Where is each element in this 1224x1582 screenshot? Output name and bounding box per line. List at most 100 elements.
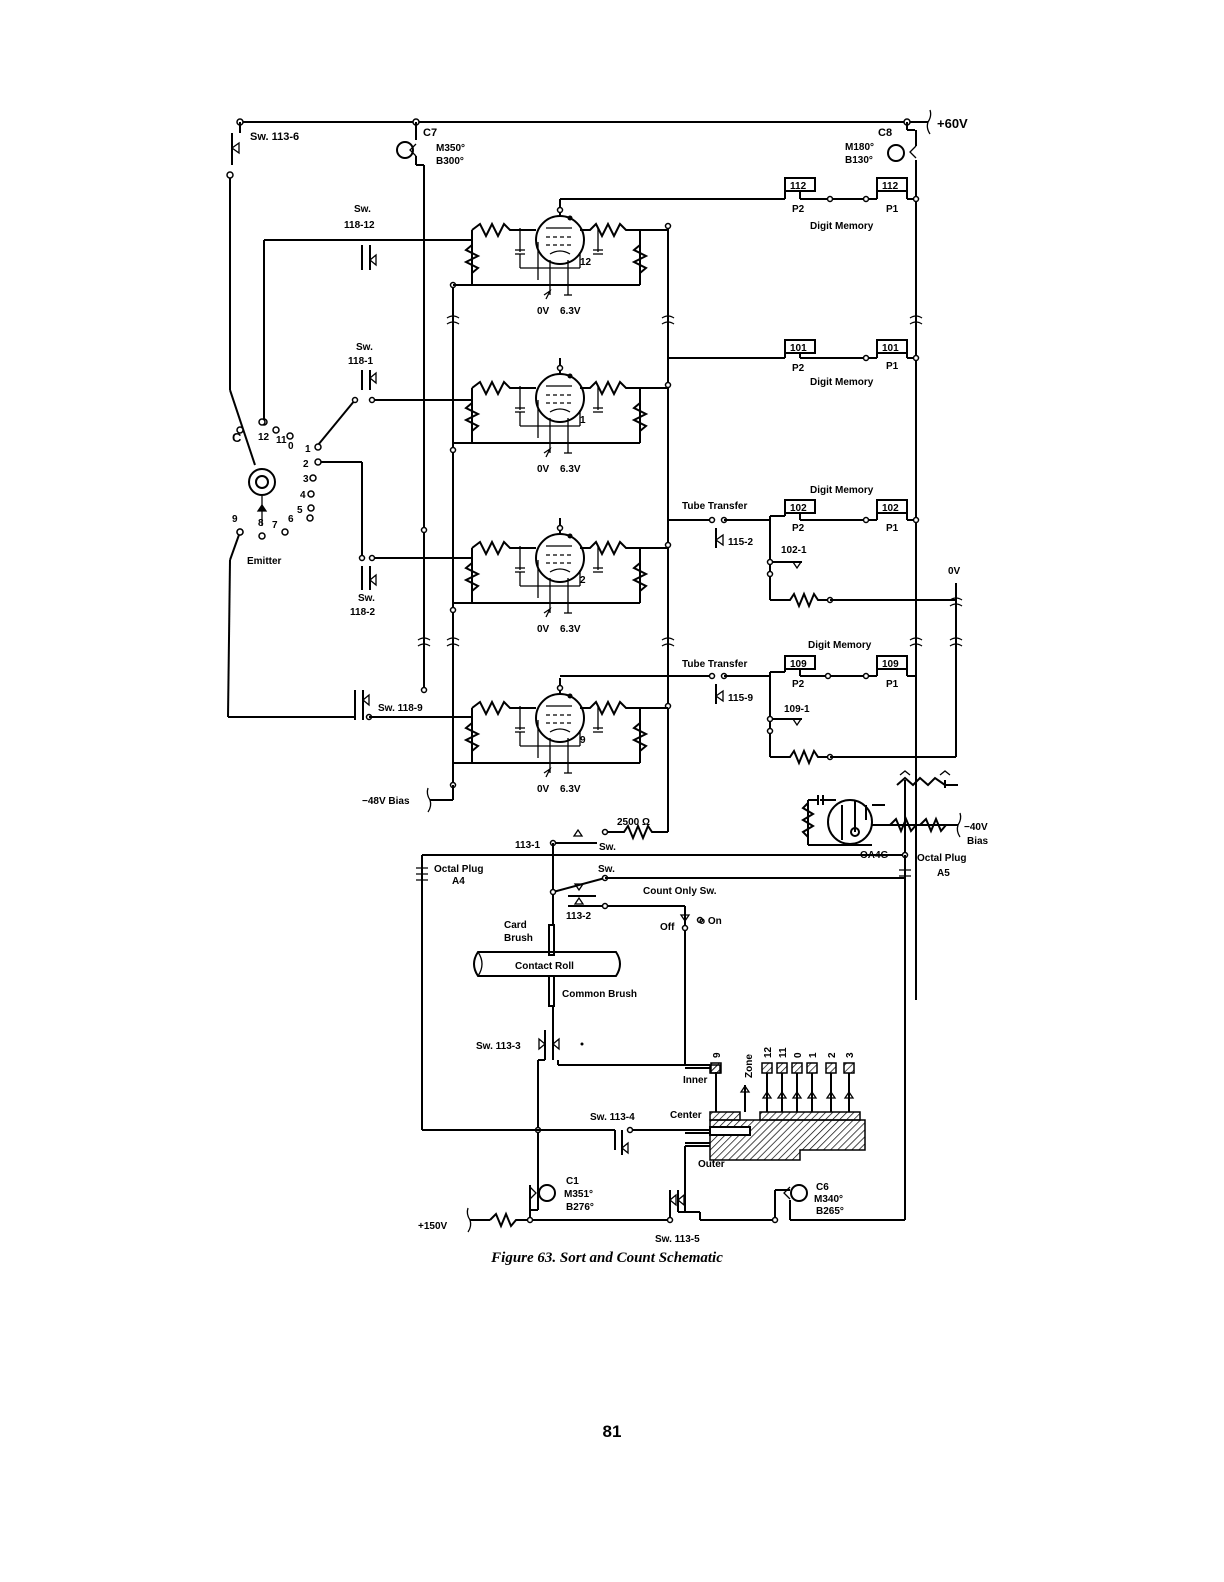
emitter-position-8 bbox=[258, 532, 266, 540]
tube-ov-3: 0V bbox=[537, 784, 550, 795]
contact-roll-label: Contact Roll bbox=[515, 961, 574, 972]
minus-48v-label: −48V Bias bbox=[362, 796, 410, 807]
p1-112: P1 bbox=[886, 204, 899, 215]
relay-101-p1: 101 bbox=[882, 343, 899, 354]
brush-column-arrow-1 bbox=[806, 1090, 818, 1099]
tube-stage-2 bbox=[453, 518, 668, 618]
octal-a4-2: A4 bbox=[452, 876, 465, 887]
sw-115-9: 115-9 bbox=[728, 693, 753, 704]
sw-118-1-b: 118-1 bbox=[348, 356, 373, 367]
brush-column-0 bbox=[791, 1062, 803, 1074]
tube-ov-1: 0V bbox=[537, 464, 550, 475]
emitter-label: Emitter bbox=[247, 556, 282, 567]
relay-102-p2: 102 bbox=[790, 503, 807, 514]
zone-label: Zone bbox=[744, 1054, 755, 1078]
figure-caption-text: Figure 63. Sort and Count Schematic bbox=[491, 1250, 723, 1266]
sw-118-2-b: 118-2 bbox=[350, 607, 375, 618]
brush-column-11 bbox=[776, 1062, 788, 1074]
emitter-common-label: C bbox=[232, 430, 242, 445]
brush-column-label-0: 0 bbox=[793, 1052, 804, 1058]
switch-118-12 bbox=[260, 239, 472, 426]
brush-column-2 bbox=[825, 1062, 837, 1074]
c1-label: C1 bbox=[566, 1176, 579, 1187]
digit-memory-112: Digit Memory bbox=[810, 221, 874, 232]
brush-column-arrow-11 bbox=[776, 1090, 788, 1099]
plus-60v-label: +60V bbox=[937, 116, 968, 131]
emitter-position-label-2: 2 bbox=[303, 459, 309, 470]
tube-number-0: 12 bbox=[580, 257, 592, 268]
p2-109: P2 bbox=[792, 679, 805, 690]
tube-63v-0: 6.3V bbox=[560, 306, 581, 317]
minus-40v-label-2: Bias bbox=[967, 836, 989, 847]
brush-column-1 bbox=[806, 1062, 818, 1074]
sw-113-1-sw: Sw. bbox=[599, 842, 616, 853]
emitter-position-1 bbox=[314, 443, 322, 451]
brush-column-label-9: 9 bbox=[712, 1052, 723, 1058]
brush-column-arrow-12 bbox=[761, 1090, 773, 1099]
digit-memory-102: Digit Memory bbox=[810, 485, 874, 496]
memory-row-102 bbox=[668, 499, 956, 609]
c1-m: M351° bbox=[564, 1189, 593, 1200]
brush-column-arrow-0 bbox=[791, 1090, 803, 1099]
brush-column-label-3: 3 bbox=[845, 1052, 856, 1058]
brush-column-12 bbox=[761, 1062, 773, 1074]
relay-109-p2: 109 bbox=[790, 659, 807, 670]
relay-112-p1: 112 bbox=[882, 181, 899, 192]
page-number: 81 bbox=[602, 1422, 622, 1441]
switch-113-4 bbox=[422, 1126, 710, 1155]
cam-c8 bbox=[887, 122, 917, 1000]
tube-stages: 12 0V 6.3V bbox=[453, 200, 668, 795]
tube-63v-2: 6.3V bbox=[560, 624, 581, 635]
outer-label: Outer bbox=[698, 1159, 725, 1170]
brush-block bbox=[684, 1064, 866, 1200]
count-only-label: Count Only Sw. bbox=[643, 886, 717, 897]
tube-63v-3: 6.3V bbox=[560, 784, 581, 795]
emitter-position-label-8: 8 bbox=[258, 518, 264, 529]
p2-102: P2 bbox=[792, 523, 805, 534]
c6-label: C6 bbox=[816, 1182, 829, 1193]
sw-118-1-a: Sw. bbox=[356, 342, 373, 353]
p2-112: P2 bbox=[792, 204, 805, 215]
tube-number-2: 2 bbox=[580, 575, 586, 586]
switch-118-1 bbox=[317, 370, 472, 446]
sw-118-12-b: 118-12 bbox=[344, 220, 375, 231]
relay-112-p2: 112 bbox=[790, 181, 807, 192]
sw-118-9-label: Sw. 118-9 bbox=[378, 703, 423, 714]
cam-c6 bbox=[771, 1184, 905, 1224]
sw-109-1: 109-1 bbox=[784, 704, 810, 715]
c7-b: B300° bbox=[436, 156, 464, 167]
tube-stage-1 bbox=[453, 358, 668, 458]
on-label: o On bbox=[699, 916, 722, 927]
c7-label: C7 bbox=[423, 127, 437, 139]
tube-transfer-109: Tube Transfer bbox=[682, 659, 747, 670]
emitter-position-6 bbox=[306, 514, 314, 522]
resistor-2500 bbox=[549, 823, 668, 847]
zero-v-rail bbox=[909, 315, 963, 757]
plus-150v-label: +150V bbox=[418, 1221, 448, 1232]
emitter-position-7 bbox=[281, 528, 289, 536]
contact-roll bbox=[473, 924, 621, 1030]
sw-113-2-label: 113-2 bbox=[566, 911, 591, 922]
switch-113-5 bbox=[666, 1190, 775, 1224]
emitter-position-label-3: 3 bbox=[303, 474, 309, 485]
brush-column-arrow-2 bbox=[825, 1090, 837, 1099]
tube-63v-1: 6.3V bbox=[560, 464, 581, 475]
emitter-position-label-11: 11 bbox=[276, 435, 287, 446]
cam-c1 bbox=[466, 1184, 670, 1233]
sw-113-5-label: Sw. 113-5 bbox=[655, 1234, 700, 1245]
tube-transfer-102: Tube Transfer bbox=[682, 501, 747, 512]
brush-column-3 bbox=[843, 1062, 855, 1074]
brush-column-arrow-3 bbox=[843, 1090, 855, 1099]
emitter-position-2 bbox=[314, 458, 322, 466]
emitter-position-label-6: 6 bbox=[288, 514, 294, 525]
card-brush-1: Card bbox=[504, 920, 527, 931]
emitter-position-label-1: 1 bbox=[305, 444, 311, 455]
emitter-position-label-9: 9 bbox=[232, 514, 238, 525]
p2-101: P2 bbox=[792, 363, 805, 374]
figure-caption: Figure 63. Sort and Count Schematic bbox=[0, 1250, 1224, 1267]
brush-column-9 bbox=[710, 1062, 722, 1074]
emitter-position-9 bbox=[236, 528, 244, 536]
oa4g-tube bbox=[801, 770, 962, 860]
digit-memory-109: Digit Memory bbox=[808, 640, 872, 651]
